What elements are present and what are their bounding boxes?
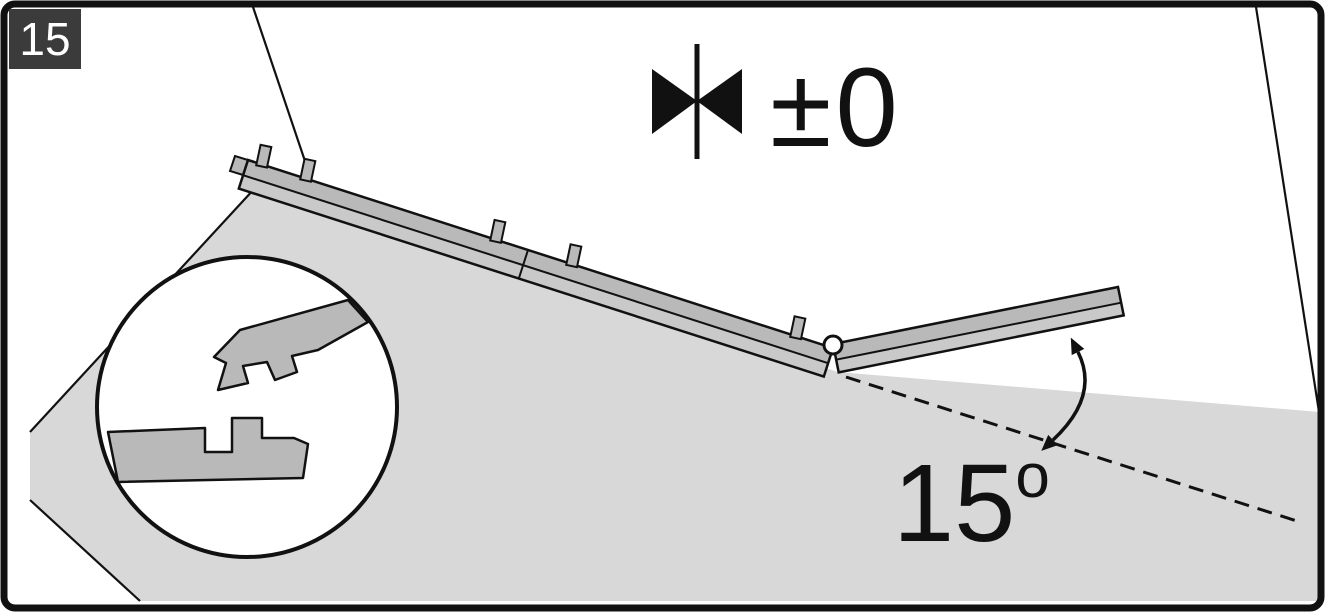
- angle-label: 15o: [893, 442, 1050, 565]
- spacer-tab: [565, 243, 583, 269]
- wall-corner-line-left: [251, 6, 311, 174]
- flat-position-dashed-line: [845, 375, 1301, 524]
- tilted-panel-outline: [831, 285, 1126, 374]
- flush-icon-left-triangle: [652, 69, 697, 134]
- flush-icon-right-triangle: [697, 69, 742, 134]
- tilted-panel-top-face: [833, 287, 1122, 360]
- angle-arrow-icon: [1041, 337, 1087, 451]
- spacer-tab: [255, 143, 273, 169]
- angle-value: 15: [893, 442, 1015, 565]
- wall-corner-line-right: [1254, 6, 1321, 413]
- tilted-panel: [831, 285, 1126, 374]
- tilted-panel-edge-line: [835, 301, 1122, 361]
- panel-front-face: [238, 175, 829, 377]
- tolerance-label: ±0: [770, 45, 902, 170]
- magnifier-detail-circle: [95, 255, 399, 559]
- spacer-tabs: [255, 143, 807, 341]
- floor-edge-line-bottom-left: [29, 499, 141, 602]
- joint-upper-profile: [212, 298, 370, 392]
- step-number-box: [9, 9, 81, 69]
- spacer-tab: [299, 157, 317, 183]
- magnifier-detail: [95, 255, 399, 559]
- angle-degree: o: [1015, 442, 1049, 511]
- tilted-panel-front-face: [836, 302, 1124, 373]
- pivot-circle-icon: [822, 334, 844, 356]
- arc-arrow-curve: [1051, 351, 1087, 442]
- panel-seam-line: [517, 249, 529, 279]
- arc-arrow-head-bottom: [1041, 434, 1058, 451]
- panel-edge-line: [242, 174, 829, 365]
- spacer-tab: [489, 218, 507, 244]
- flush-alignment-icon: [652, 44, 742, 159]
- installed-panel-row: [228, 154, 835, 379]
- panel-row-outline: [237, 158, 835, 379]
- arc-arrow-head-top: [1070, 337, 1085, 356]
- panel-top-face: [243, 160, 834, 364]
- spacer-tab: [789, 315, 807, 341]
- joint-lower-profile: [106, 416, 310, 484]
- step-number: 15: [19, 13, 70, 65]
